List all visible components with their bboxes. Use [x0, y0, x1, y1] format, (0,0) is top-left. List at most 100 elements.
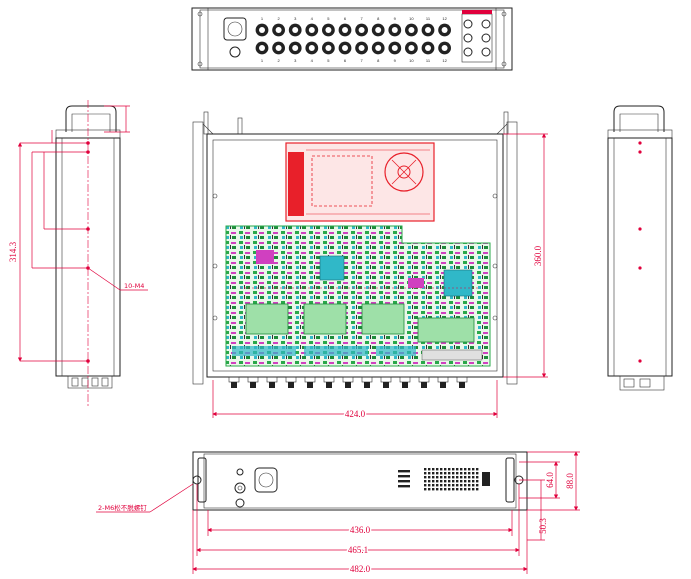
port-top-9: 9	[388, 16, 402, 37]
vent-slot	[428, 480, 431, 483]
vent-slot	[464, 480, 467, 483]
vent-slot	[452, 488, 455, 491]
vent-slot	[468, 468, 471, 471]
front-connector	[399, 376, 411, 388]
note-side-holes: 10-M4	[124, 282, 144, 290]
front-connector	[437, 376, 449, 388]
port-top-label: 2	[277, 16, 280, 21]
port-top-label: 8	[377, 16, 380, 21]
port-bottom-10: 10	[405, 41, 418, 63]
note-rack-screws: 2-M6松不脱螺钉	[98, 503, 147, 512]
vent-slot	[436, 484, 439, 487]
vent-slot	[440, 480, 443, 483]
left-side-view: 314.3 10-M4	[8, 100, 148, 408]
vent-slot	[428, 468, 431, 471]
front-connector	[323, 376, 335, 388]
brand-logo	[462, 10, 492, 14]
front-connector	[342, 376, 354, 388]
vent-slot	[460, 472, 463, 475]
port-bottom-label: 1	[261, 58, 264, 63]
vent-slot	[456, 472, 459, 475]
vent-slot	[424, 488, 427, 491]
vent-slot	[448, 472, 451, 475]
vent-slot	[424, 484, 427, 487]
vent-slot	[460, 484, 463, 487]
port-bottom-label: 7	[360, 58, 363, 63]
vent-slot	[424, 480, 427, 483]
port-bottom-11: 11	[421, 41, 435, 63]
power-connector-icon	[223, 17, 247, 41]
vent-slot	[432, 480, 435, 483]
port-bottom-7: 7	[355, 41, 368, 63]
port-top-12: 12	[438, 16, 451, 37]
port-bottom-label: 4	[311, 58, 314, 63]
vent-slot	[460, 468, 463, 471]
port-bottom-label: 2	[277, 58, 280, 63]
dim-436: 436.0	[350, 525, 371, 535]
dim-424: 424.0	[345, 409, 366, 419]
port-top-2: 2	[272, 16, 285, 37]
vent-slot	[472, 488, 475, 491]
port-bottom-label: 5	[327, 58, 330, 63]
vent-slot	[456, 484, 459, 487]
rack-screw-left-icon	[192, 475, 202, 485]
port-top-label: 4	[311, 16, 314, 21]
vent-slot	[452, 484, 455, 487]
vent-slot	[428, 476, 431, 479]
power-socket-icon	[254, 467, 278, 493]
vent-slot	[432, 484, 435, 487]
vent-slot	[436, 468, 439, 471]
port-top-1: 1	[255, 16, 269, 37]
vent-slot	[444, 480, 447, 483]
vent-slot	[424, 472, 427, 475]
port-bottom-label: 10	[409, 58, 414, 63]
chassis-outline	[206, 133, 504, 378]
dim-482: 482.0	[350, 564, 371, 574]
vent-slot	[456, 488, 459, 491]
port-top-8: 8	[371, 16, 385, 37]
port-bottom-label: 11	[426, 58, 431, 63]
port-bottom-12: 12	[438, 41, 451, 63]
vent-slot	[476, 472, 479, 475]
aux-connectors	[461, 10, 493, 63]
vent-slot	[428, 488, 431, 491]
vent-slot	[444, 484, 447, 487]
port-top-label: 12	[442, 16, 447, 21]
power-supply-module	[285, 142, 435, 222]
vent-slot	[456, 468, 459, 471]
vent-slot	[456, 480, 459, 483]
vent-slot	[472, 484, 475, 487]
port-bottom-label: 9	[394, 58, 397, 63]
fan-icon	[384, 152, 424, 192]
center-plan-view: 424.0 360.0	[192, 111, 548, 421]
port-top-label: 1	[261, 16, 264, 21]
port-top-label: 7	[360, 16, 363, 21]
vent-slot	[464, 488, 467, 491]
vent-slot	[424, 476, 427, 479]
front-connector	[285, 376, 297, 388]
dim-50: 50.3	[538, 518, 548, 534]
vent-slot	[468, 484, 471, 487]
vent-slot	[476, 488, 479, 491]
port-bottom-6: 6	[338, 41, 352, 63]
port-top-label: 6	[344, 16, 347, 21]
front-handle-left-icon	[197, 457, 207, 503]
vent-slot	[444, 476, 447, 479]
front-connectors	[228, 376, 468, 388]
vent-slot	[476, 484, 479, 487]
vent-slot	[398, 485, 410, 488]
vent-slot	[424, 468, 427, 471]
vent-slot	[464, 476, 467, 479]
vent-slot	[432, 472, 435, 475]
port-bottom-2: 2	[272, 41, 285, 63]
vent-slot	[440, 472, 443, 475]
vent-slot	[398, 480, 410, 483]
dim-314: 314.3	[8, 241, 18, 262]
vent-slot	[436, 488, 439, 491]
port-top-3: 3	[288, 16, 302, 37]
port-bottom-label: 6	[344, 58, 347, 63]
side-connectors	[71, 377, 109, 387]
vent-slot	[428, 484, 431, 487]
vent-slot	[444, 488, 447, 491]
port-bottom-label: 8	[377, 58, 380, 63]
